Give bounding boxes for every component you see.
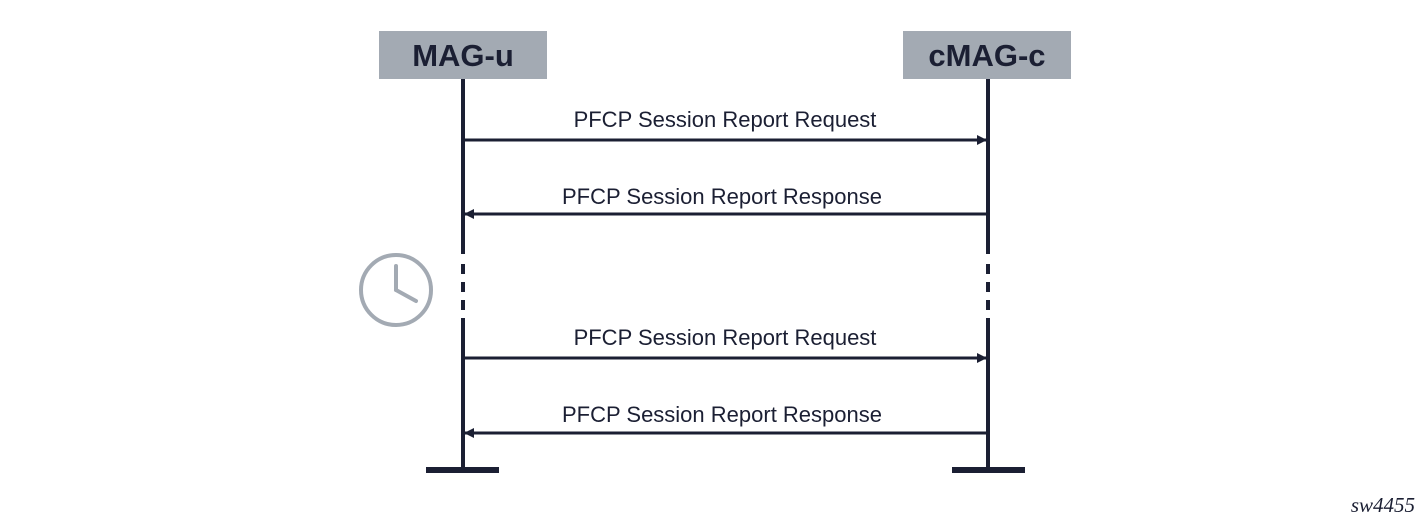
participant-label-cmag-c: cMAG-c [928,38,1045,73]
participant-cmag-c: cMAG-c [903,31,1071,79]
participant-mag-u: MAG-u [379,31,547,79]
participant-label-mag-u: MAG-u [412,38,514,73]
message-label: PFCP Session Report Response [562,402,882,427]
lifeline-end-cmag-c [952,467,1025,473]
message-request-1: PFCP Session Report Request [465,107,987,145]
message-label: PFCP Session Report Response [562,184,882,209]
participant-box-cmag-c [903,31,1071,79]
message-response-2: PFCP Session Report Response [464,402,986,438]
lifeline-end-mag-u [426,467,499,473]
participant-box-mag-u [379,31,547,79]
clock-icon [359,253,433,327]
message-label: PFCP Session Report Request [574,107,877,132]
message-label: PFCP Session Report Request [574,325,877,350]
figure-id: sw4455 [1350,493,1415,517]
message-request-2: PFCP Session Report Request [465,325,987,363]
message-response-1: PFCP Session Report Response [464,184,986,219]
